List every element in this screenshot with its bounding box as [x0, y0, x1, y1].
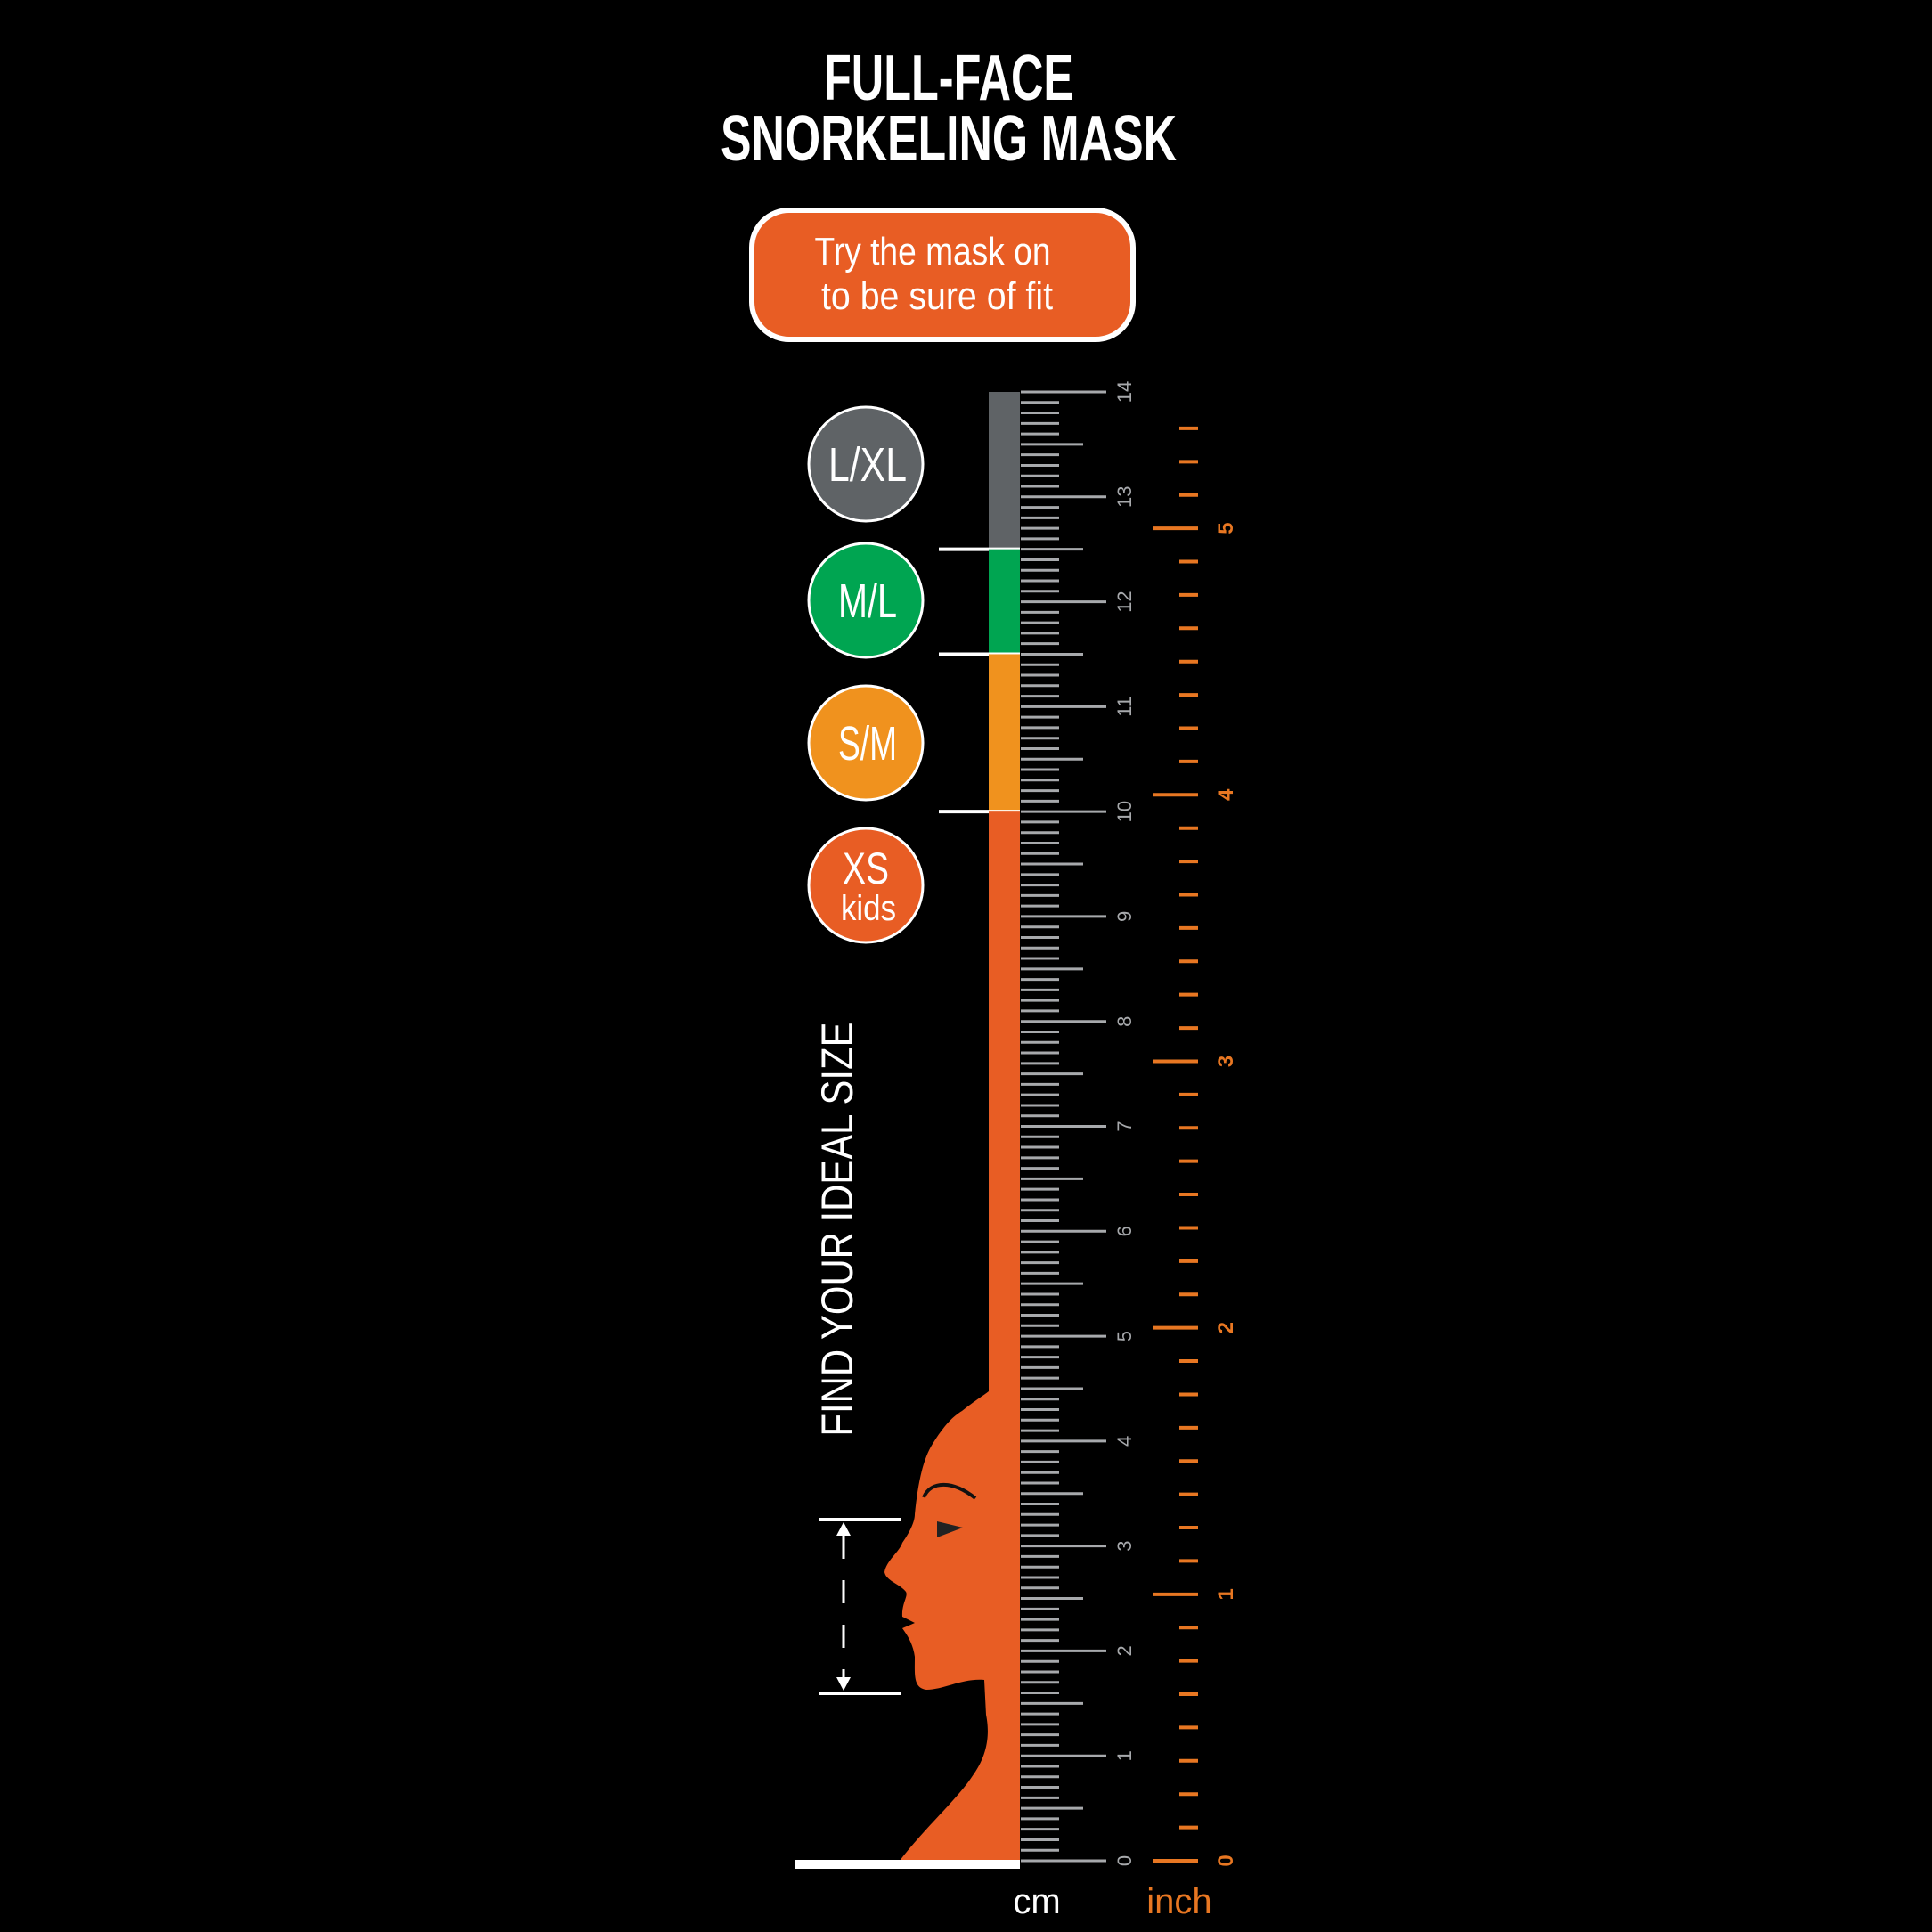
- title-line-2: SNORKELING MASK: [721, 103, 1177, 175]
- size-band-1: [989, 549, 1020, 655]
- size-badge-m-l: M/L: [807, 542, 925, 659]
- inch-scale: 0 1 2 3 4 5: [1153, 426, 1238, 1867]
- inch-unit-label: inch: [1146, 1882, 1211, 1921]
- cm-tick-label: 9: [1113, 911, 1136, 922]
- cm-tick-label: 3: [1113, 1541, 1136, 1552]
- cm-tick-label: 11: [1113, 697, 1136, 717]
- cm-tick-label: 2: [1113, 1645, 1136, 1656]
- eyebrow-icon: [922, 1483, 977, 1500]
- cm-tick-label: 10: [1113, 801, 1136, 822]
- notice-line-1: Try the mask on: [815, 230, 1051, 273]
- size-badge-l-xl: L/XL: [807, 405, 925, 523]
- size-badge-label: L/XL: [828, 438, 907, 492]
- inch-tick-label: 2: [1214, 1322, 1238, 1333]
- size-badge-label: S/M: [838, 717, 897, 770]
- inch-tick-label: 5: [1214, 522, 1238, 534]
- cm-tick-label: 7: [1113, 1121, 1136, 1131]
- inch-tick-label: 3: [1214, 1056, 1238, 1067]
- cm-tick-label: 12: [1113, 591, 1136, 612]
- size-badge-sublabel: kids: [841, 889, 896, 928]
- size-band-0: [989, 392, 1020, 550]
- cm-tick-label: 8: [1113, 1016, 1136, 1027]
- inch-tick-label: 0: [1214, 1855, 1238, 1866]
- face-silhouette: [884, 1372, 1020, 1861]
- inch-tick-label: 4: [1214, 788, 1238, 801]
- inch-tick-label: 1: [1214, 1588, 1238, 1600]
- baseline: [795, 1860, 1020, 1869]
- size-badge-s-m: S/M: [807, 684, 925, 802]
- cm-tick-label: 5: [1113, 1331, 1136, 1341]
- cm-tick-label: 1: [1113, 1750, 1136, 1761]
- cm-tick-label: 6: [1113, 1226, 1136, 1236]
- notice-line-2: to be sure of fit: [821, 274, 1053, 318]
- size-badge-label: M/L: [838, 575, 897, 628]
- measurement-indicator: [819, 1518, 901, 1695]
- cm-unit-label: cm: [1013, 1882, 1060, 1921]
- find-size-label: FIND YOUR IDEAL SIZE: [812, 1023, 862, 1437]
- size-band-2: [989, 654, 1020, 812]
- cm-tick-label: 14: [1113, 381, 1136, 403]
- cm-tick-label: 4: [1113, 1436, 1136, 1447]
- cm-tick-label: 0: [1113, 1855, 1136, 1866]
- size-badge-label: XS: [843, 844, 889, 893]
- title-line-1: FULL-FACE: [824, 43, 1073, 114]
- eye-icon: [937, 1521, 963, 1537]
- fit-notice-badge: Try the mask on to be sure of fit: [749, 208, 1136, 342]
- cm-tick-label: 13: [1113, 486, 1136, 508]
